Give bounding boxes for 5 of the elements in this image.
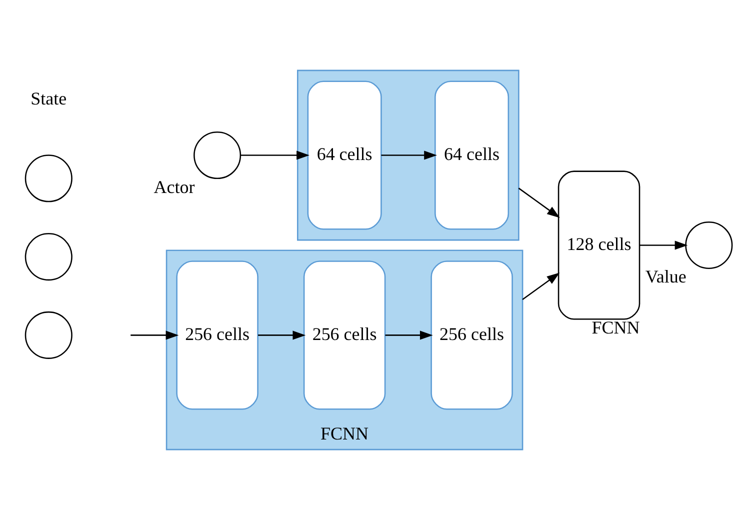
node-label: FCNN	[592, 318, 640, 338]
label: State	[30, 88, 67, 109]
node-label: FCNN	[320, 424, 369, 444]
node-label: Value	[645, 266, 686, 287]
node-label: Actor	[154, 176, 195, 197]
